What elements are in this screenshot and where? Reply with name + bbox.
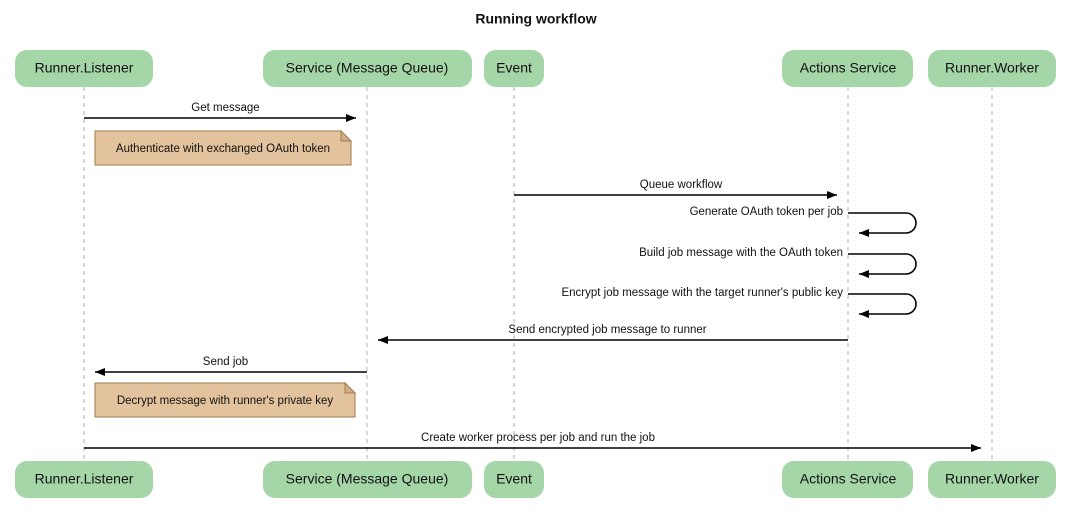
note-fold-icon-n2 xyxy=(344,381,357,394)
actor-label-worker: Runner.Worker xyxy=(945,471,1039,487)
message-label-m3: Generate OAuth token per job xyxy=(690,206,843,218)
actor-box-actions[interactable] xyxy=(782,50,913,87)
actor-box-listener[interactable] xyxy=(15,50,153,87)
message-loop-m4 xyxy=(848,253,917,278)
actor-label-actions: Actions Service xyxy=(800,471,897,487)
note-body-n2 xyxy=(94,382,356,418)
actor-label-listener: Runner.Listener xyxy=(35,60,134,76)
note-fold-icon-n1 xyxy=(340,129,353,142)
actor-box-event[interactable] xyxy=(484,50,544,87)
actor-box-actions[interactable] xyxy=(782,461,913,498)
message-label-m7: Send job xyxy=(203,356,248,368)
message-m7[interactable]: Send job xyxy=(95,356,367,376)
lifelines-layer xyxy=(83,87,993,461)
actor-header-event[interactable]: Event xyxy=(484,50,544,87)
actor-box-worker[interactable] xyxy=(928,461,1056,498)
note-label-n2: Decrypt message with runner's private ke… xyxy=(117,395,334,407)
notes-layer: Authenticate with exchanged OAuth tokenD… xyxy=(94,129,357,418)
note-n2[interactable]: Decrypt message with runner's private ke… xyxy=(94,381,357,418)
actor-label-mq: Service (Message Queue) xyxy=(286,60,449,76)
message-m4[interactable]: Build job message with the OAuth token xyxy=(639,247,917,278)
message-loop-m3 xyxy=(848,212,917,237)
actor-label-actions: Actions Service xyxy=(800,60,897,76)
page-title: Running workflow xyxy=(475,11,596,27)
note-body-n1 xyxy=(94,130,352,166)
actor-header-worker[interactable]: Runner.Worker xyxy=(928,50,1056,87)
message-label-m1: Get message xyxy=(191,102,259,114)
actor-footer-listener[interactable]: Runner.Listener xyxy=(15,461,153,498)
actor-label-event: Event xyxy=(496,471,532,487)
actor-box-listener[interactable] xyxy=(15,461,153,498)
message-m5[interactable]: Encrypt job message with the target runn… xyxy=(561,287,917,318)
actor-header-actions[interactable]: Actions Service xyxy=(782,50,913,87)
message-m1[interactable]: Get message xyxy=(84,102,356,122)
actor-footer-event[interactable]: Event xyxy=(484,461,544,498)
actor-box-mq[interactable] xyxy=(263,50,472,87)
actor-box-worker[interactable] xyxy=(928,50,1056,87)
message-m8[interactable]: Create worker process per job and run th… xyxy=(84,432,981,452)
actor-footer-actions[interactable]: Actions Service xyxy=(782,461,913,498)
actor-header-listener[interactable]: Runner.Listener xyxy=(15,50,153,87)
actor-label-worker: Runner.Worker xyxy=(945,60,1039,76)
actor-label-listener: Runner.Listener xyxy=(35,471,134,487)
message-loop-m5 xyxy=(848,293,917,318)
actor-box-mq[interactable] xyxy=(263,461,472,498)
note-label-n1: Authenticate with exchanged OAuth token xyxy=(116,143,330,155)
message-m6[interactable]: Send encrypted job message to runner xyxy=(378,324,848,344)
actor-label-mq: Service (Message Queue) xyxy=(286,471,449,487)
actor-footer-worker[interactable]: Runner.Worker xyxy=(928,461,1056,498)
message-m3[interactable]: Generate OAuth token per job xyxy=(690,206,917,237)
actor-header-mq[interactable]: Service (Message Queue) xyxy=(263,50,472,87)
actor-label-event: Event xyxy=(496,60,532,76)
message-label-m6: Send encrypted job message to runner xyxy=(508,324,706,336)
message-m2[interactable]: Queue workflow xyxy=(514,179,837,199)
note-n1[interactable]: Authenticate with exchanged OAuth token xyxy=(94,129,353,166)
actor-footer-mq[interactable]: Service (Message Queue) xyxy=(263,461,472,498)
message-label-m4: Build job message with the OAuth token xyxy=(639,247,843,259)
actor-box-event[interactable] xyxy=(484,461,544,498)
message-label-m2: Queue workflow xyxy=(640,179,723,191)
message-label-m8: Create worker process per job and run th… xyxy=(421,432,655,444)
message-label-m5: Encrypt job message with the target runn… xyxy=(561,287,843,299)
